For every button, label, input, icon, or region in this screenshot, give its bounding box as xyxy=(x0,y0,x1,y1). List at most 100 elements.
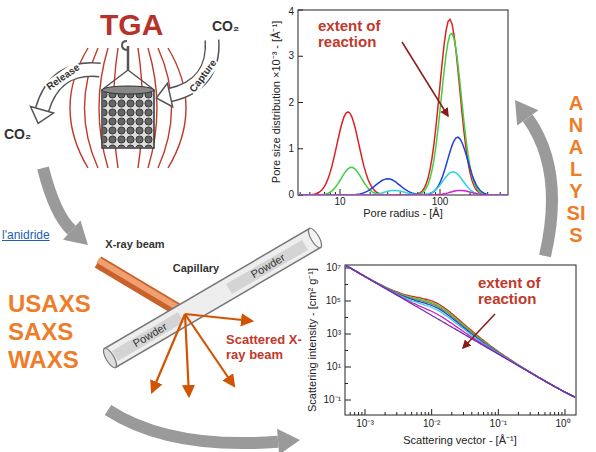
tick-label: 1 xyxy=(288,143,294,155)
part-label: X-ray beam xyxy=(105,238,164,251)
tick-label: 0 xyxy=(288,189,294,201)
axis-title: Pore size distribution ×10⁻³ - [Å⁻¹] xyxy=(270,21,283,183)
tick-label: 10⁷ xyxy=(326,262,341,274)
tick-mark xyxy=(345,284,348,285)
trend-label: extent of reaction xyxy=(478,275,566,307)
scattering-plot xyxy=(345,265,576,415)
tick-mark xyxy=(488,412,489,415)
tick-mark xyxy=(298,102,303,103)
tick-mark xyxy=(544,412,545,415)
flow-arrow xyxy=(108,410,300,452)
tick-mark xyxy=(340,189,341,195)
hook-curl xyxy=(122,41,128,50)
x-ray-beam xyxy=(98,260,185,314)
tick-mark xyxy=(498,409,499,415)
panel-region: Pore size distribution ×10⁻³ - [Å⁻¹]Pore… xyxy=(262,2,515,221)
tick-mark xyxy=(396,412,397,415)
tick-label: 10⁻¹ xyxy=(324,394,341,406)
basket xyxy=(102,90,154,148)
tick-label: 10⁻¹ xyxy=(490,418,507,430)
tick-label: 10⁻³ xyxy=(356,418,373,430)
tick-mark xyxy=(354,412,355,415)
tick-mark xyxy=(358,412,359,415)
sample-grains xyxy=(103,92,153,147)
tick-mark xyxy=(411,412,412,415)
tick-mark xyxy=(538,412,539,415)
tick-mark xyxy=(491,412,492,415)
tick-mark xyxy=(478,412,479,415)
tick-mark xyxy=(365,409,366,415)
gas-label: CO₂ xyxy=(212,18,239,34)
field-line xyxy=(168,48,186,168)
tick-mark xyxy=(550,412,551,415)
flow-arrow xyxy=(515,100,552,256)
flow-arrow-shaft xyxy=(528,118,552,256)
tick-label: 4 xyxy=(288,6,294,18)
panel-region: Scattering intensity - [cm² g⁻¹] Scatteri… xyxy=(300,256,590,448)
tick-label: 10⁻² xyxy=(423,418,440,430)
tick-mark xyxy=(530,412,531,415)
tick-label: 3 xyxy=(288,51,294,63)
tick-mark xyxy=(345,350,348,351)
tick-label: 10⁰ xyxy=(555,418,570,430)
axis-title: Scattering vector - [Å⁻¹] xyxy=(403,434,516,447)
tick-mark xyxy=(428,412,429,415)
tick-label: 100 xyxy=(432,196,449,208)
scattering-curve xyxy=(345,265,575,397)
tick-mark xyxy=(561,412,562,415)
powder-fill xyxy=(112,312,184,361)
scattering-curve xyxy=(345,265,575,397)
tick-mark xyxy=(350,412,351,415)
tick-mark xyxy=(405,412,406,415)
tga-basket xyxy=(102,41,154,148)
tick-mark xyxy=(345,367,351,368)
tick-mark xyxy=(385,412,386,415)
tick-mark xyxy=(416,412,417,415)
tick-mark xyxy=(483,412,484,415)
flow-arrow-shaft xyxy=(108,410,278,443)
tick-mark xyxy=(495,412,496,415)
tick-mark xyxy=(558,412,559,415)
tick-mark xyxy=(518,412,519,415)
capillary xyxy=(101,226,324,369)
distribution-curve xyxy=(298,33,508,195)
tick-mark xyxy=(361,412,362,415)
tick-mark xyxy=(345,383,348,384)
tick-mark xyxy=(421,412,422,415)
axis-title: Scattering intensity - [cm² g⁻¹] xyxy=(306,268,319,412)
method-title: TGA xyxy=(100,8,163,43)
trend-arrow xyxy=(463,314,495,348)
scattering-curve xyxy=(345,265,575,397)
basket-rim xyxy=(102,86,154,94)
trend-label: extent of reaction xyxy=(318,18,402,50)
tick-mark xyxy=(451,412,452,415)
trend-arrow xyxy=(402,42,448,116)
tick-mark xyxy=(298,10,303,11)
tick-mark xyxy=(431,409,432,415)
tick-mark xyxy=(345,400,351,401)
scattering-curve xyxy=(345,265,575,397)
gas-label: CO₂ xyxy=(4,126,31,142)
distribution-curve xyxy=(298,190,508,195)
flow-arrow xyxy=(43,168,88,245)
arrowhead xyxy=(277,429,300,452)
tick-label: 10¹ xyxy=(327,361,341,373)
tick-label: 10³ xyxy=(327,328,341,340)
tick-mark xyxy=(565,409,566,415)
tick-mark xyxy=(463,412,464,415)
tick-label: 10 xyxy=(334,196,345,208)
scattering-curve xyxy=(345,265,575,397)
tick-mark xyxy=(298,148,303,149)
tick-label: 10⁵ xyxy=(326,295,341,307)
link-text: l'anidride xyxy=(2,229,50,243)
pore-plot xyxy=(298,10,508,195)
side-title: ANALYSIS xyxy=(566,92,586,246)
flow-arrow-shaft xyxy=(43,168,72,230)
distribution-curve xyxy=(298,172,508,195)
tick-mark xyxy=(298,56,303,57)
scattering-curve xyxy=(345,265,575,397)
part-label: Capillary xyxy=(173,262,219,275)
